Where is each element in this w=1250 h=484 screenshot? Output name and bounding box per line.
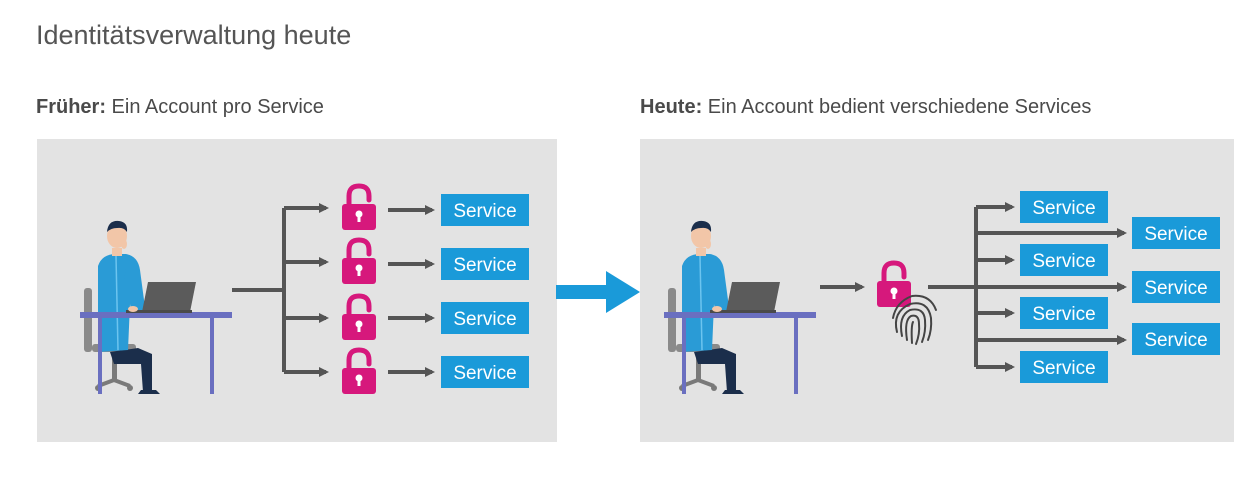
service-box: Service [441,302,529,334]
person-at-desk-icon [78,218,234,396]
page-title: Identitätsverwaltung heute [36,20,352,50]
service-label: Service [453,201,516,222]
service-box: Service [1020,351,1108,383]
service-label: Service [1032,251,1095,272]
right-heading: Heute: Ein Account bedient verschiedene … [640,96,1091,119]
service-box: Service [441,248,529,280]
service-box: Service [1020,191,1108,223]
left-heading-rest: Ein Account pro Service [106,96,324,118]
service-box: Service [1020,297,1108,329]
service-label: Service [1144,330,1207,351]
service-label: Service [1032,304,1095,325]
branch-arrows-left [232,203,329,377]
service-label: Service [453,363,516,384]
service-box: Service [1132,217,1220,249]
service-box: Service [1132,323,1220,355]
service-label: Service [1144,278,1207,299]
fingerprint-icon [892,294,937,345]
service-label: Service [453,309,516,330]
left-heading-bold: Früher: [36,96,106,118]
branch-arrows-right [928,202,1127,372]
transition-arrow-icon [556,271,640,313]
service-label: Service [453,255,516,276]
service-box: Service [1132,271,1220,303]
service-box: Service [441,356,529,388]
lock-icon [342,240,376,284]
person-at-desk-icon [662,218,818,396]
right-heading-bold: Heute: [640,96,703,118]
lock-icon [342,186,376,230]
lock-icon [342,296,376,340]
lock-arrows-left [388,205,435,377]
service-label: Service [1032,358,1095,379]
right-heading-rest: Ein Account bedient verschiedene Service… [702,96,1092,118]
left-heading: Früher: Ein Account pro Service [36,96,324,119]
service-label: Service [1032,198,1095,219]
service-label: Service [1144,224,1207,245]
service-box: Service [441,194,529,226]
service-box: Service [1020,244,1108,276]
lock-icon [342,350,376,394]
lock-icon [877,263,911,307]
